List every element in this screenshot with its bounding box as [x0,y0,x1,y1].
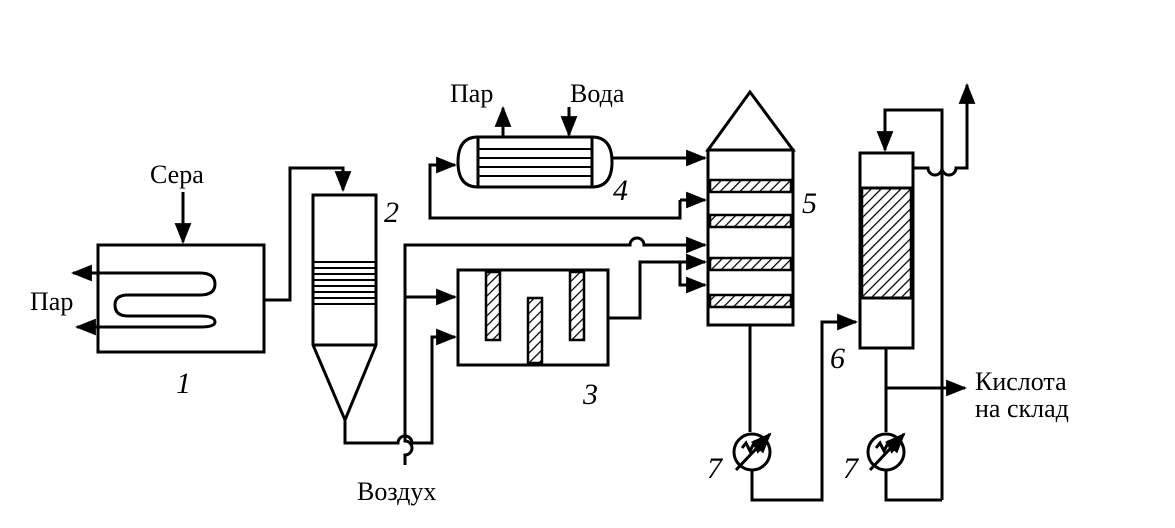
label-acid-2: на склад [975,394,1069,423]
line-3-out [608,253,708,320]
label-steam-4: Пар [450,79,493,108]
number-4: 4 [613,174,628,207]
number-7-right: 7 [843,452,860,485]
line-7-to-6 [750,313,859,502]
gas-line-1-2 [264,166,352,302]
label-water: Вода [570,79,625,108]
converter-3 [456,268,610,367]
label-air: Воздух [357,477,436,506]
recycle-top [876,108,944,500]
number-1: 1 [176,367,191,400]
tower-2 [311,193,378,424]
number-3: 3 [582,378,598,411]
cooler-7-right [866,432,906,472]
contact-column-5 [705,89,796,327]
label-sulfur: Сера [150,160,204,189]
line-7-bottom-right [884,470,942,502]
line-5-to-4 [428,156,682,220]
furnace-1 [70,243,266,354]
absorber-6 [858,151,915,350]
label-acid-1: Кислота [975,367,1067,396]
heat-exchanger-4 [456,135,614,189]
off-gas [913,82,976,177]
number-2: 2 [384,196,399,229]
number-6: 6 [830,342,845,375]
number-5: 5 [802,187,817,220]
line-3-to-5-low [678,262,708,294]
number-7-left: 7 [707,452,724,485]
cooler-7-left [732,432,772,472]
air-inlet [403,236,708,465]
label-steam-1: Пар [30,287,73,316]
